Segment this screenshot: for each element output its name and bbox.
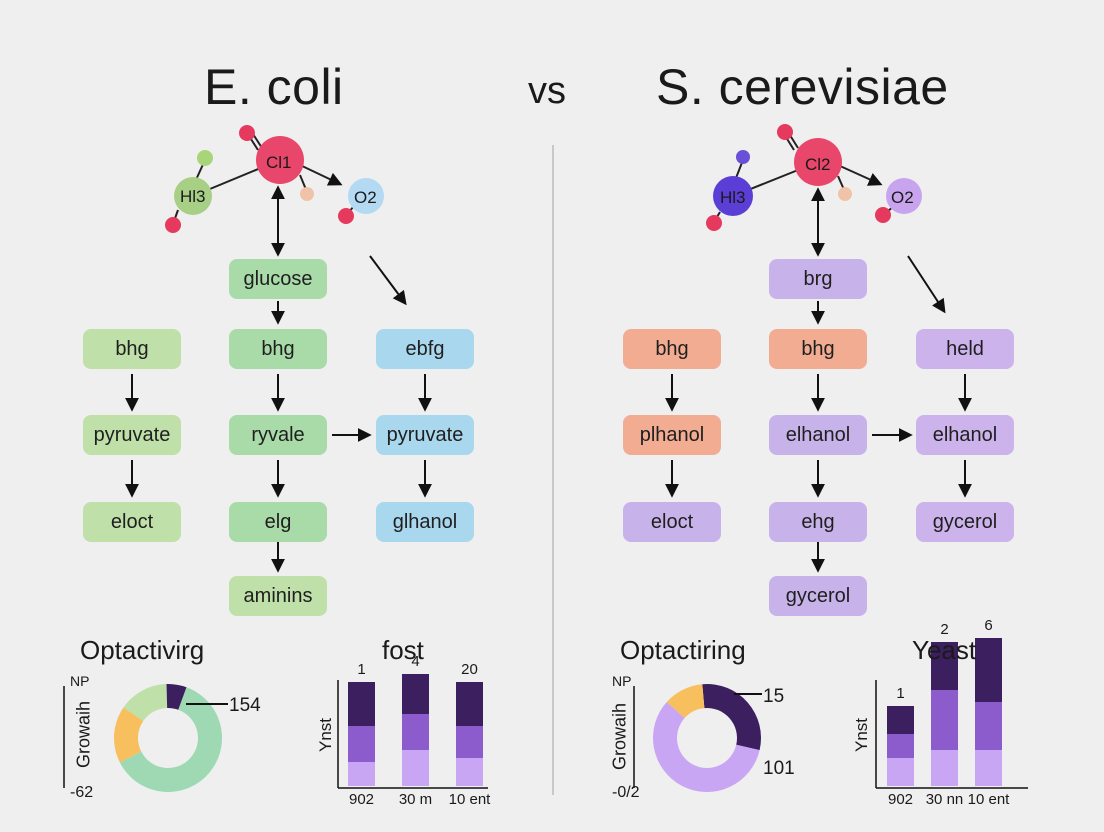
right-bar-chart: 1 902 2 30 nn 6 10 ent bbox=[887, 617, 1010, 808]
left-bars-bar-2-seg-2 bbox=[456, 682, 483, 726]
left-molecule: Hl3 Cl1 O2 bbox=[165, 125, 384, 233]
atom-hl3 bbox=[174, 177, 212, 215]
right-donut-callout-bottom: 101 bbox=[763, 758, 795, 779]
right-donut-bottom-label: -0/2 bbox=[612, 784, 640, 801]
atom-cl bbox=[256, 136, 304, 184]
right-bars-bar-2-seg-0 bbox=[975, 750, 1002, 786]
left-bars-bar-top-label-0: 1 bbox=[357, 661, 365, 678]
right-bars-bar-2-seg-2 bbox=[975, 638, 1002, 702]
left-bars-bar-top-label-2: 20 bbox=[461, 661, 478, 678]
right-donut-callout-top: 15 bbox=[763, 686, 785, 707]
right-bars-bar-1-seg-2 bbox=[931, 642, 958, 690]
right-bars-bar-top-label-2: 6 bbox=[984, 617, 992, 634]
left-bar-chart: 1 902 4 30 m 20 10 ent bbox=[348, 653, 491, 808]
right-bars-bar-category-1: 30 nn bbox=[926, 791, 964, 808]
left-section-label: Optactivirg bbox=[80, 635, 205, 665]
right-box-c1r2: plhanol bbox=[623, 415, 721, 455]
right-box-c2r1: bhg bbox=[769, 329, 867, 369]
right-arrows bbox=[665, 187, 972, 573]
atom-o2 bbox=[348, 178, 384, 214]
atom-label-a: Hl3 bbox=[180, 187, 206, 206]
right-box-c2r3: ehg bbox=[769, 502, 867, 542]
right-bars-bar-0-seg-1 bbox=[887, 734, 914, 758]
left-box-glucose: glucose bbox=[229, 259, 327, 299]
title-vs: vs bbox=[528, 70, 566, 112]
left-box-c3r3: glhanol bbox=[376, 502, 474, 542]
title-scerevisiae: S. cerevisiae bbox=[656, 59, 949, 115]
atom-hl3 bbox=[713, 176, 753, 216]
left-bars-bar-0-seg-1 bbox=[348, 726, 375, 762]
left-box-c3r2: pyruvate bbox=[376, 415, 474, 455]
right-box-c3r2: elhanol bbox=[916, 415, 1014, 455]
title-ecoli: E. coli bbox=[204, 59, 344, 115]
right-donut-segment-2 bbox=[666, 684, 705, 719]
right-bar-title: Yeast bbox=[912, 635, 977, 665]
left-bars-bar-category-1: 30 m bbox=[399, 791, 432, 808]
atom-label-c: O2 bbox=[354, 188, 377, 207]
left-bars-bar-top-label-1: 4 bbox=[411, 653, 419, 670]
left-bars-bar-1-seg-2 bbox=[402, 674, 429, 714]
atom-cl bbox=[794, 138, 842, 186]
left-bars-y-label: Ynst bbox=[316, 717, 335, 753]
atom-label-a: Hl3 bbox=[720, 188, 746, 207]
right-bars-y-label: Ynst bbox=[852, 717, 871, 753]
left-donut-top-label: NP bbox=[70, 673, 90, 689]
left-donut-segment-1 bbox=[114, 707, 144, 763]
left-donut-chart bbox=[114, 684, 222, 793]
right-box-c3r1: held bbox=[916, 329, 1014, 369]
right-bars-bar-1-seg-0 bbox=[931, 750, 958, 786]
left-bars-bar-2-seg-1 bbox=[456, 726, 483, 758]
left-donut-axis-label: Growaih bbox=[73, 700, 94, 769]
left-donut-bottom-label: -62 bbox=[70, 784, 94, 801]
left-bars-bar-1-seg-0 bbox=[402, 750, 429, 786]
right-donut-axis-label: Growaih bbox=[609, 702, 630, 771]
left-box-c1r3: eloct bbox=[83, 502, 181, 542]
right-bars-bar-2-seg-1 bbox=[975, 702, 1002, 750]
left-bars-bar-1-seg-1 bbox=[402, 714, 429, 750]
right-box-c3r3: gycerol bbox=[916, 502, 1014, 542]
right-bars-bar-0-seg-2 bbox=[887, 706, 914, 734]
left-bars-bar-category-2: 10 ent bbox=[449, 791, 492, 808]
left-bars-bar-0-seg-2 bbox=[348, 682, 375, 726]
right-bars-bar-category-2: 10 ent bbox=[968, 791, 1011, 808]
left-box-c2r1: bhg bbox=[229, 329, 327, 369]
right-donut-segment-0 bbox=[702, 684, 761, 751]
atom-label-c: O2 bbox=[891, 188, 914, 207]
left-box-c2r4: aminins bbox=[229, 576, 327, 616]
left-donut-segment-0 bbox=[119, 687, 222, 793]
left-arrows bbox=[125, 185, 432, 573]
right-section-label: Optactiring bbox=[620, 635, 746, 665]
right-box-c1r1: bhg bbox=[623, 329, 721, 369]
right-box-top: brg bbox=[769, 259, 867, 299]
right-bars-bar-top-label-1: 2 bbox=[940, 621, 948, 638]
atom-label-b: Cl1 bbox=[266, 153, 292, 172]
left-bar-title: fost bbox=[382, 635, 424, 665]
left-box-c1r2: pyruvate bbox=[83, 415, 181, 455]
left-box-c2r2: ryvale bbox=[229, 415, 327, 455]
left-box-c1r1: bhg bbox=[83, 329, 181, 369]
right-bars-bar-category-0: 902 bbox=[888, 791, 913, 808]
right-box-c2r4: gycerol bbox=[769, 576, 867, 616]
right-donut-segment-1 bbox=[652, 702, 760, 793]
right-donut-chart bbox=[652, 684, 761, 793]
left-bars-bar-2-seg-0 bbox=[456, 758, 483, 786]
right-bars-bar-0-seg-0 bbox=[887, 758, 914, 786]
left-donut-segment-3 bbox=[166, 684, 187, 710]
right-molecule: Hl3 Cl2 O2 bbox=[706, 124, 922, 231]
left-donut-callout: 154 bbox=[229, 695, 261, 716]
right-box-c2r2: elhanol bbox=[769, 415, 867, 455]
left-bars-bar-0-seg-0 bbox=[348, 762, 375, 786]
right-box-c1r3: eloct bbox=[623, 502, 721, 542]
left-donut-segment-2 bbox=[123, 684, 168, 722]
center-divider bbox=[552, 145, 554, 795]
right-bars-bar-1-seg-1 bbox=[931, 690, 958, 750]
atom-o2 bbox=[886, 178, 922, 214]
atom-label-b: Cl2 bbox=[805, 155, 831, 174]
left-box-c3r1: ebfg bbox=[376, 329, 474, 369]
left-box-c2r3: elg bbox=[229, 502, 327, 542]
right-bars-bar-top-label-0: 1 bbox=[896, 685, 904, 702]
left-bars-bar-category-0: 902 bbox=[349, 791, 374, 808]
right-donut-top-label: NP bbox=[612, 673, 632, 689]
